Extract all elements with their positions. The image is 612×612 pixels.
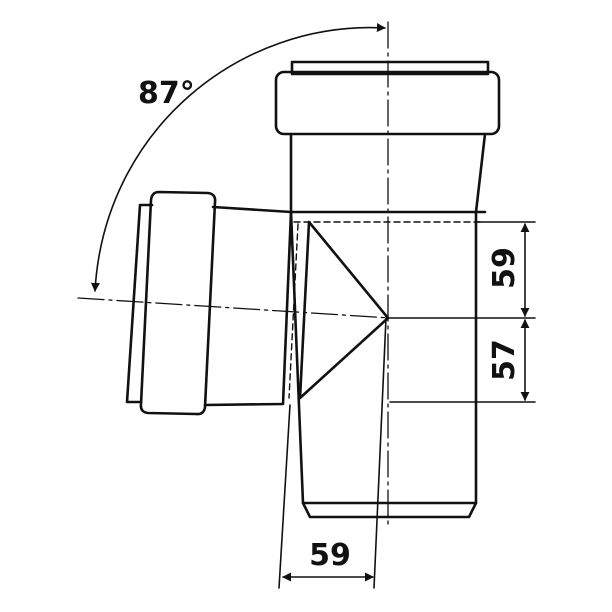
horizontal-center-line xyxy=(77,297,391,319)
intersection-v xyxy=(298,220,390,400)
angle-arc xyxy=(90,23,386,292)
dimension-right-upper: 59 xyxy=(487,247,522,289)
dimension-bottom: 59 xyxy=(309,538,351,573)
branch-socket xyxy=(139,190,217,416)
branch-dashed-line xyxy=(288,223,299,399)
branch-joint-line xyxy=(298,220,311,400)
ext-line-bottom-right xyxy=(373,317,387,589)
branch-pipe xyxy=(203,205,293,407)
ext-line-bottom-left xyxy=(278,404,291,589)
dimension-right-lower: 57 xyxy=(487,339,522,381)
angle-label: 87° xyxy=(138,76,195,111)
